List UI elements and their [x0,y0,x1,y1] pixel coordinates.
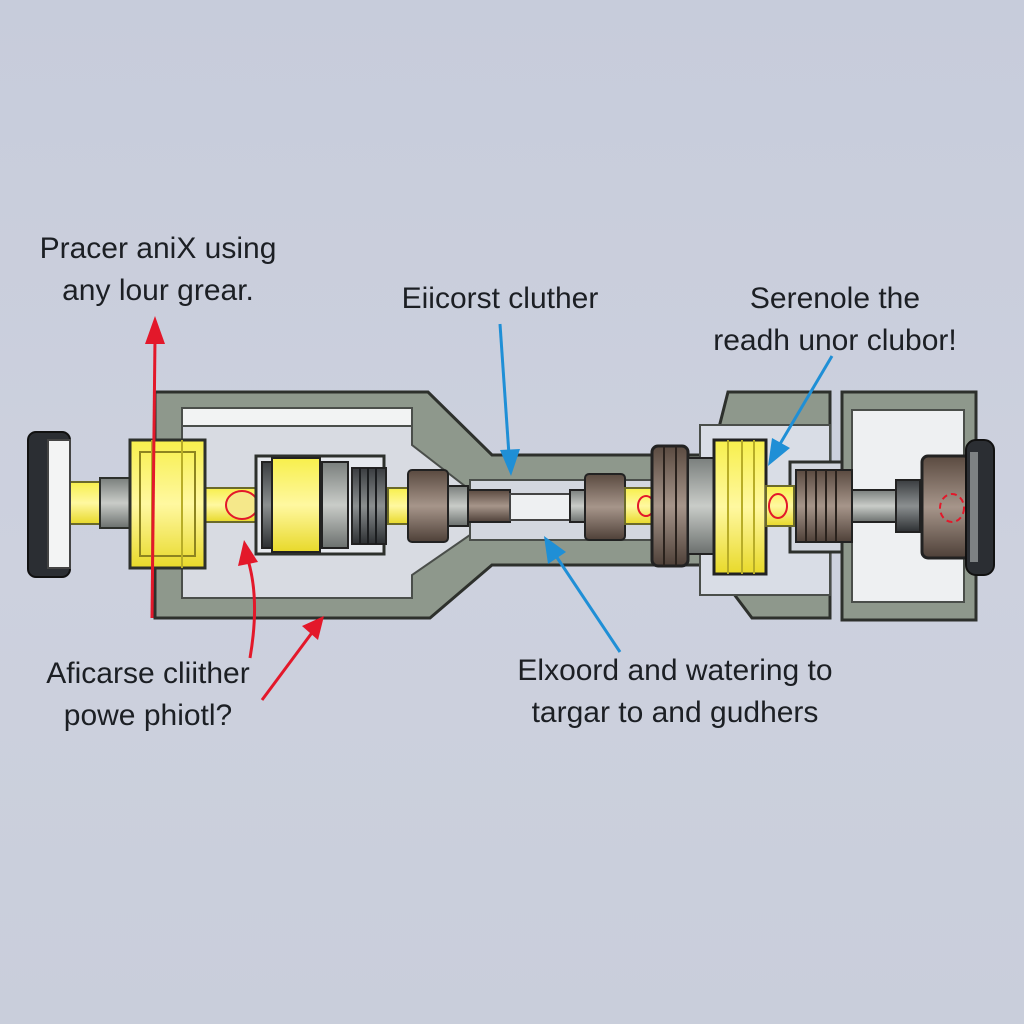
intermediate-shaft [407,469,656,543]
label-top-right: Serenole the readh unor clubor! [690,278,980,362]
label-line: Eiicorst cluther [401,282,599,315]
label-top-left: Pracer aniX using any lour grear. [18,228,298,312]
output-flange [920,439,995,576]
red-arrow-to-coupling [238,540,258,659]
label-top-center: Eiicorst cluther [360,278,640,320]
label-line: Elxoord and watering to [517,654,833,687]
blue-arrow-center [498,323,520,476]
label-line: readh unor clubor! [713,324,957,357]
center-clutch-pack [254,454,409,556]
red-arrow-vertical [145,316,165,619]
label-line: Serenole the [749,282,921,315]
red-arrow-to-housing [260,616,324,701]
blue-arrow-right-gear [768,355,834,466]
coupling-highlight [225,490,259,520]
left-clutch-gear [128,438,207,570]
blue-arrow-bottom [544,536,622,653]
left-end-flange [27,431,71,578]
label-line: Aficarse cliither [46,657,250,690]
label-bottom-center: Elxoord and watering to targar to and gu… [490,650,860,734]
label-line: any lour grear. [62,274,254,307]
label-line: Pracer aniX using [39,232,277,265]
label-line: targar to and gudhers [531,696,819,729]
right-clutch-pack [650,438,921,576]
label-bottom-left: Aficarse cliither powe phiotl? [18,653,278,737]
label-line: powe phiotl? [63,699,233,732]
